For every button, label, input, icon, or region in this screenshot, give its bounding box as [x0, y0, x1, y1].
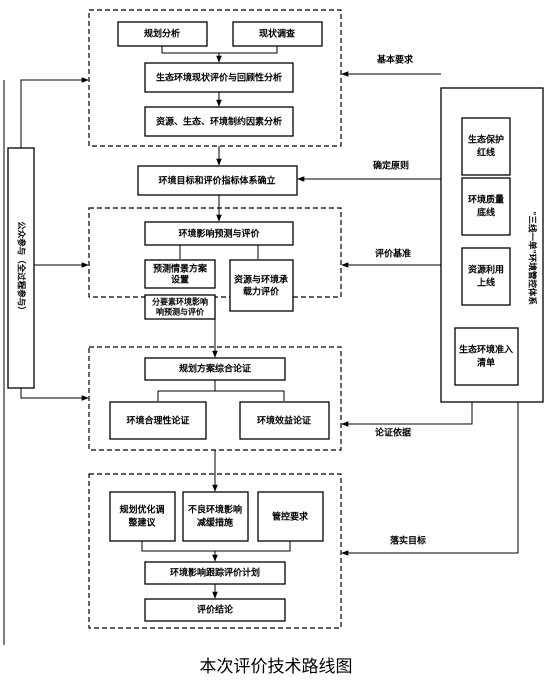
label-impact-prediction: 环境影响预测与评价	[178, 228, 260, 240]
label-env-rationality: 环境合理性论证	[126, 415, 189, 427]
label-env-quality-baseline-2: 底线	[477, 207, 495, 219]
technical-route-diagram: 规划分析 现状调查 生态环境现状评价与回顾性分析 资源、生态、环境制约因素分析 …	[3, 9, 544, 645]
box-carrying-capacity	[229, 259, 294, 312]
box-control-requirements	[257, 491, 324, 542]
box-plan-optimization	[109, 491, 176, 542]
connector-public-bottom	[20, 388, 89, 401]
label-factor-prediction-1: 分要素环境影响	[152, 297, 208, 307]
box-env-target-index	[137, 165, 298, 196]
label-tracking-plan: 环境影响跟踪评价计划	[170, 567, 260, 579]
label-planning-analysis: 规划分析	[144, 28, 180, 40]
box-constraint-analysis	[144, 106, 294, 137]
box-mitigation	[182, 491, 249, 542]
box-planning-analysis	[117, 21, 208, 47]
edge-label-implement-targets: 落实目标	[390, 535, 426, 547]
label-carrying-capacity-2: 载力评价	[243, 286, 280, 298]
label-mitigation-2: 减缓措施	[197, 517, 233, 529]
connector-public-top	[20, 77, 89, 148]
edge-label-evaluation-criteria: 评价基准	[375, 248, 411, 260]
label-plan-optimization-2: 整建议	[127, 517, 156, 529]
label-resource-ceiling-2: 上线	[477, 277, 495, 289]
connector-implement-targets	[341, 402, 519, 556]
label-status-survey: 现状调查	[259, 28, 296, 40]
label-env-quality-baseline-1: 环境质量	[468, 194, 504, 206]
edge-label-demonstration-basis: 论证依据	[375, 427, 411, 439]
box-resource-ceiling	[461, 247, 511, 306]
label-plan-optimization-1: 规划优化调	[119, 504, 164, 516]
label-conclusion: 评价结论	[197, 604, 234, 616]
label-access-list-2: 清单	[477, 357, 495, 369]
connector-top-merge	[161, 46, 278, 62]
group-countermeasures	[88, 473, 342, 629]
label-access-list-1: 生态环境准入	[459, 344, 513, 356]
label-mitigation-1: 不良环境影响	[188, 504, 242, 516]
connector-demo-split	[157, 380, 285, 401]
label-carrying-capacity-1: 资源与环境承	[234, 274, 288, 286]
box-env-rationality	[109, 401, 207, 440]
connector-prediction-split	[179, 245, 259, 259]
label-env-benefit: 环境效益论证	[257, 415, 311, 427]
label-resource-ceiling-1: 资源利用	[468, 264, 504, 276]
label-env-target-index: 环境目标和评价指标体系确立	[158, 175, 275, 187]
box-env-benefit	[239, 401, 330, 440]
edge-label-basic-requirements: 基本要求	[376, 54, 414, 66]
group-baseline-analysis	[88, 9, 342, 147]
label-ecological-redline-2: 红线	[477, 147, 495, 159]
label-scenario-setting-2: 设置	[171, 274, 189, 286]
label-three-lines-system: "三线一单"环境管控体系	[527, 211, 538, 305]
label-factor-prediction-2: 响预测与评价	[156, 307, 205, 317]
diagram-caption: 本次评价技术路线图	[199, 657, 353, 677]
box-access-list	[454, 327, 519, 386]
box-ecological-redline	[461, 117, 511, 176]
connector-counter-merge	[141, 541, 291, 561]
label-ecological-redline-1: 生态保护	[468, 134, 504, 146]
label-eco-env-assessment: 生态环境现状评价与回顾性分析	[156, 72, 282, 84]
label-control-requirements: 管控要求	[272, 511, 309, 523]
box-impact-prediction	[144, 221, 294, 246]
box-scenario-setting	[144, 259, 216, 289]
label-constraint-analysis: 资源、生态、环境制约因素分析	[156, 116, 282, 128]
label-scenario-setting-1: 预测情景方案	[153, 263, 208, 275]
label-plan-demonstration: 规划方案综合论证	[179, 363, 251, 375]
edge-label-determine-principles: 确定原则	[373, 160, 409, 172]
box-conclusion	[144, 598, 286, 622]
label-public-participation: 公众参与（全过程参与）	[16, 221, 27, 315]
connector-demonstration-basis	[341, 402, 473, 427]
box-env-quality-baseline	[461, 177, 511, 236]
